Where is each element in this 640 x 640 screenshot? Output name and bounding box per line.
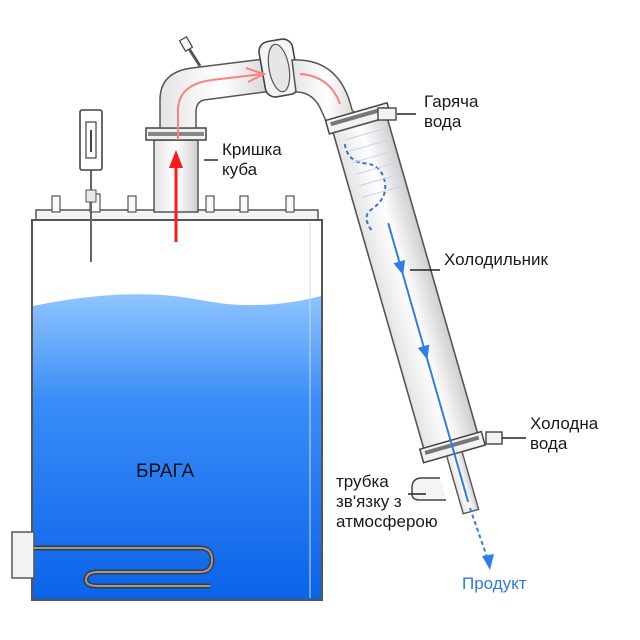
hot-water-line-2: вода xyxy=(424,112,462,131)
condenser-label: Холодильник xyxy=(444,250,548,269)
hot-water-line-1: Гаряча xyxy=(424,92,479,111)
wash-liquid xyxy=(33,294,321,599)
condenser xyxy=(324,101,503,515)
product-label: Продукт xyxy=(462,574,527,593)
vent-tube-line-1: трубка xyxy=(336,472,389,491)
cold-water-line-1: Холодна xyxy=(530,414,599,433)
still-lid-label: Кришка куба xyxy=(222,140,282,180)
cold-water-line-2: вода xyxy=(530,434,568,453)
heating-element xyxy=(11,531,215,589)
vent-tube-line-2: зв'язку з xyxy=(336,492,402,511)
wash-label: БРАГА xyxy=(136,461,195,482)
leader-lines xyxy=(204,113,526,495)
thermometer xyxy=(79,109,103,262)
vapor-flow-arrow xyxy=(169,67,341,242)
product-flow-arrow xyxy=(469,507,494,570)
vapor-pipe xyxy=(145,35,364,213)
still-lid-line-1: Кришка xyxy=(222,140,282,159)
vent-tube-label: трубка зв'язку з атмосферою xyxy=(336,472,438,532)
cold-water-label: Холодна вода xyxy=(530,414,598,454)
still-lid-line-2: куба xyxy=(222,160,258,179)
still-boiler xyxy=(11,109,323,601)
hot-water-label: Гаряча вода xyxy=(424,92,479,132)
vent-tube-line-3: атмосферою xyxy=(336,512,438,531)
